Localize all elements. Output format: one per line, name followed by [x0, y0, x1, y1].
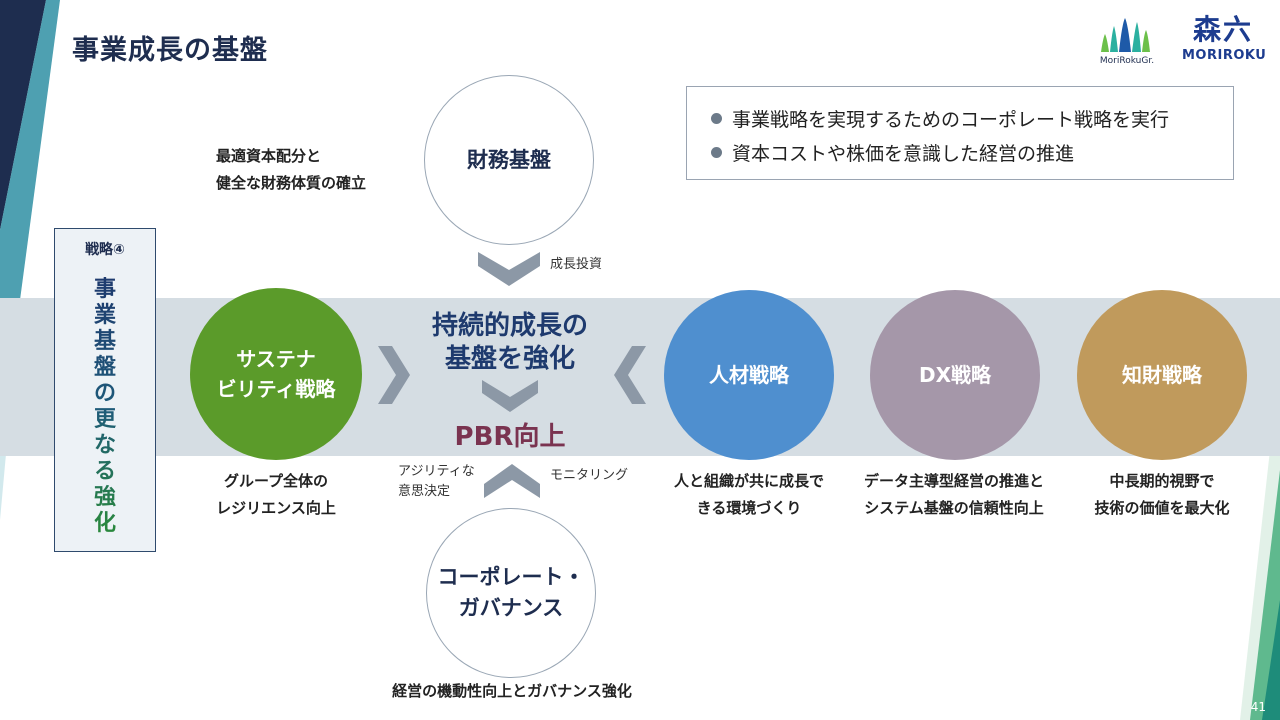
dx-caption-line: データ主導型経営の推進と — [863, 472, 1044, 490]
finance-caption-line: 最適資本配分と — [216, 147, 322, 165]
vertical-char: 化 — [93, 511, 116, 536]
governance-circle-line: コーポレート・ — [437, 565, 585, 589]
summary-text: 資本コストや株価を意識した経営の推進 — [732, 142, 1075, 165]
page-number: 41 — [1250, 700, 1266, 714]
hr-caption-line: きる環境づくり — [696, 499, 802, 517]
finance-caption-line: 健全な財務体質の確立 — [216, 174, 367, 192]
chevron-down-icon — [478, 252, 540, 286]
chevron-left-icon — [614, 346, 646, 404]
bullet-icon — [711, 146, 722, 158]
dx-circle-label: DX戦略 — [918, 363, 992, 387]
vertical-char: 盤 — [93, 355, 116, 380]
sustainability-circle-line: ビリティ戦略 — [216, 377, 336, 401]
summary-item: 事業戦略を実現するためのコーポレート戦略を実行 — [711, 101, 1233, 135]
pbr-improvement: PBR向上 — [454, 422, 566, 452]
strategy-tag: 戦略④ — [85, 242, 125, 258]
chevron-down-icon — [482, 380, 538, 412]
dx-caption-line: システム基盤の信頼性向上 — [864, 499, 1044, 517]
growth-investment-label: 成長投資 — [550, 257, 603, 272]
sustainability-strategy-circle: サステナ ビリティ戦略 — [190, 288, 362, 460]
vertical-char: な — [93, 433, 116, 458]
summary-box: 事業戦略を実現するためのコーポレート戦略を実行 資本コストや株価を意識した経営の… — [686, 86, 1234, 180]
chevron-up-icon — [484, 464, 540, 498]
chevron-right-icon — [378, 346, 410, 404]
vertical-char: 事 — [93, 277, 116, 302]
ip-caption-line: 技術の価値を最大化 — [1094, 499, 1230, 517]
vertical-char: 更 — [93, 407, 116, 432]
vertical-char: 強 — [93, 485, 116, 510]
vertical-char: の — [93, 381, 116, 406]
finance-circle-label: 財務基盤 — [467, 147, 551, 172]
monitoring-label: モニタリング — [550, 468, 629, 483]
center-title-line: 持続的成長の — [431, 311, 588, 341]
vertical-char: る — [93, 459, 116, 484]
ip-caption-line: 中長期的視野で — [1109, 472, 1215, 490]
sustainability-circle-line: サステナ — [236, 347, 316, 371]
agility-label-line: 意思決定 — [398, 484, 451, 499]
page-title: 事業成長の基盤 — [72, 35, 268, 66]
strategy-sidebar: 戦略④ 事 業 基 盤 の 更 な る 強 化 — [54, 228, 156, 552]
hr-circle-label: 人材戦略 — [709, 363, 789, 387]
brand-kanji: 森六 — [1192, 13, 1253, 46]
center-title-line: 基盤を強化 — [444, 344, 575, 374]
ip-strategy-circle: 知財戦略 — [1077, 290, 1247, 460]
hr-strategy-circle: 人材戦略 — [664, 290, 834, 460]
bullet-icon — [711, 112, 722, 124]
sustainability-caption: グループ全体の レジリエンス向上 — [176, 468, 376, 522]
agility-label: アジリティな 意思決定 — [398, 462, 475, 502]
ip-circle-label: 知財戦略 — [1122, 363, 1202, 387]
moriroku-logo: 森六 MORIROKU — [1182, 13, 1267, 64]
brand-latin: MORIROKU — [1182, 48, 1267, 63]
summary-item: 資本コストや株価を意識した経営の推進 — [711, 135, 1233, 169]
governance-caption: 経営の機動性向上とガバナンス強化 — [392, 682, 632, 700]
ip-caption: 中長期的視野で 技術の価値を最大化 — [1062, 468, 1262, 522]
sustainability-caption-line: グループ全体の — [223, 472, 329, 490]
hr-caption: 人と組織が共に成長で きる環境づくり — [644, 468, 854, 522]
agility-label-line: アジリティな — [398, 464, 475, 479]
dx-caption: データ主導型経営の推進と システム基盤の信頼性向上 — [836, 468, 1072, 522]
group-logo-caption: MoriRokuGr. — [1099, 56, 1155, 66]
dx-strategy-circle: DX戦略 — [870, 290, 1040, 460]
finance-foundation-circle: 財務基盤 — [424, 75, 594, 245]
summary-text: 事業戦略を実現するためのコーポレート戦略を実行 — [732, 108, 1170, 131]
corporate-governance-circle: コーポレート・ ガバナンス — [426, 508, 596, 678]
finance-caption: 最適資本配分と 健全な財務体質の確立 — [216, 143, 366, 197]
governance-circle-line: ガバナンス — [458, 596, 564, 620]
vertical-char: 業 — [93, 303, 116, 328]
leaf-mark-icon — [1101, 18, 1150, 52]
morirokugr-logo: MoriRokuGr. — [1092, 14, 1162, 66]
sustainability-caption-line: レジリエンス向上 — [216, 499, 336, 517]
strategy-vertical-title: 事 業 基 盤 の 更 な る 強 化 — [55, 277, 155, 537]
vertical-char: 基 — [93, 329, 116, 354]
hr-caption-line: 人と組織が共に成長で — [673, 472, 824, 490]
center-title: 持続的成長の 基盤を強化 — [395, 310, 625, 376]
